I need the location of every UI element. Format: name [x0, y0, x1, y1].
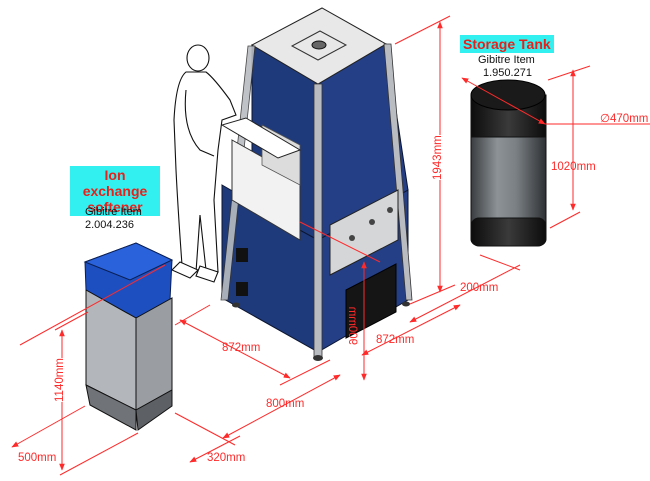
tank-diameter-dimension: ∅470mm — [600, 113, 649, 125]
softener-title-line1: Ion exchange — [82, 167, 148, 199]
ion-exchange-softener — [83, 242, 174, 431]
test-machine — [220, 7, 413, 361]
storage-tank-item-code: 1.950.271 — [483, 67, 532, 79]
machine-height-dimension: 1943mm — [432, 135, 444, 180]
clearance-dimension: 800mm — [266, 398, 305, 410]
softener-depth-dimension: 500mm — [18, 452, 57, 464]
dimension-lines — [11, 15, 650, 476]
bench-height-dimension: 900mm — [346, 306, 358, 345]
softener-item-label: Gibitre Item — [85, 206, 142, 218]
softener-width-dimension: 320mm — [207, 452, 246, 464]
storage-tank — [470, 79, 547, 247]
rear-gap-dimension: 200mm — [460, 282, 499, 294]
softener-item-code: 2.004.236 — [85, 219, 134, 231]
operator-figure — [171, 44, 237, 283]
machine-width-right-dimension: 872mm — [376, 334, 415, 346]
machine-width-left-dimension: 872mm — [222, 342, 261, 354]
storage-tank-item-label: Gibitre Item — [478, 54, 535, 66]
softener-title-line2: softener — [87, 199, 143, 215]
softener-title: Ion exchange softener — [70, 166, 160, 216]
tank-height-dimension: 1020mm — [551, 161, 596, 173]
softener-height-dimension: 1140mm — [54, 358, 66, 402]
storage-tank-title: Storage Tank — [460, 35, 554, 53]
